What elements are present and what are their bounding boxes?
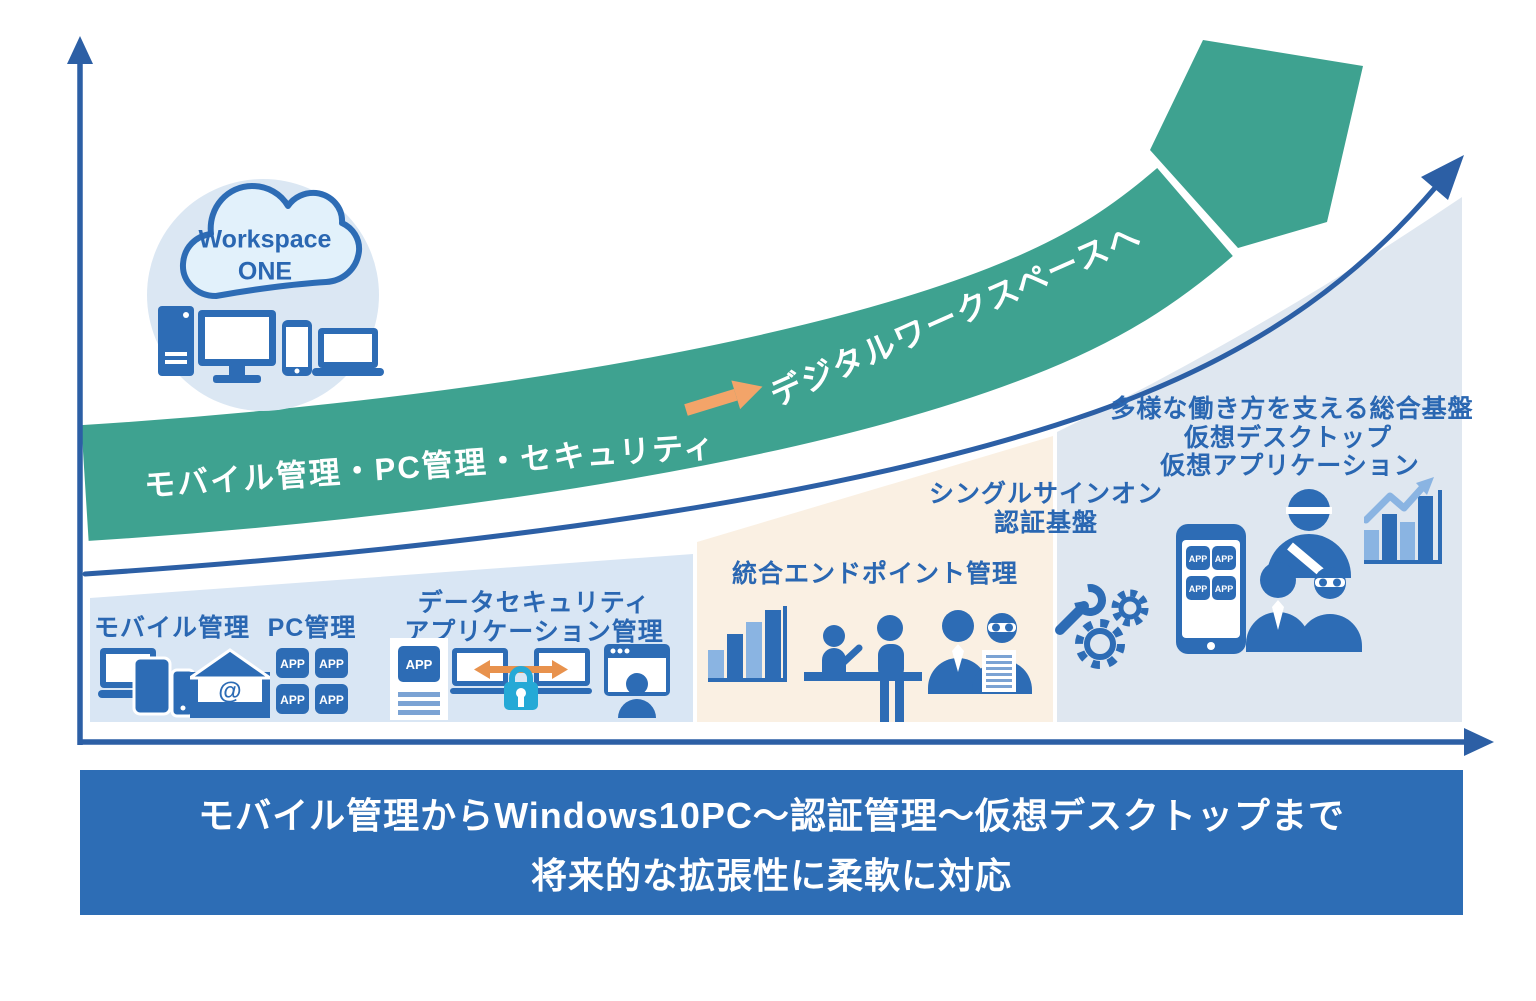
banner-line2: 将来的な拡張性に柔軟に対応: [530, 854, 1012, 896]
desktop-tower-icon: [158, 306, 194, 376]
section-label-datasecurity-1: データセキュリティ: [417, 589, 651, 617]
secure-sync-laptops-icon: [450, 648, 592, 710]
banner-line1: モバイル管理からWindows10PC〜認証管理〜仮想デスクトップまで: [198, 794, 1345, 836]
svg-text:APP: APP: [319, 693, 344, 707]
service-counter-icon: [804, 615, 922, 722]
devices-row: [158, 306, 384, 383]
section-label-virtual-2: 仮想デスクトップ: [1183, 424, 1393, 452]
wrench-gears-icon: [1055, 584, 1149, 669]
y-axis-arrowhead: [67, 36, 93, 64]
svg-text:APP: APP: [1189, 584, 1208, 594]
svg-text:APP: APP: [319, 657, 344, 671]
green-growth-arrowhead: [1150, 40, 1363, 248]
email-icon: @: [190, 648, 270, 718]
lock-icon: [504, 666, 538, 710]
svg-text:APP: APP: [280, 693, 305, 707]
bar-chart-icon: [708, 606, 787, 682]
svg-text:APP: APP: [1189, 554, 1208, 564]
section-label-sso-2: 認証基盤: [993, 509, 1099, 537]
section-label-sso-1: シングルサインオン: [928, 480, 1164, 508]
band-right-bg: [1057, 197, 1462, 722]
smartphone-icon: [282, 320, 312, 376]
cloud-icon: [147, 179, 379, 411]
svg-text:APP: APP: [1215, 584, 1234, 594]
growth-chart-icon: [1364, 477, 1442, 564]
section-label-mobile: モバイル管理: [93, 614, 251, 642]
smartphone-apps-icon: APP APP APP APP: [1176, 524, 1246, 654]
svg-text:APP: APP: [280, 657, 305, 671]
cloud-title-line1: Workspace: [198, 225, 332, 254]
x-axis-arrowhead: [1464, 728, 1494, 756]
green-growth-band: [81, 167, 1233, 541]
at-glyph: @: [218, 678, 241, 705]
section-label-virtual-3: 仮想アプリケーション: [1160, 452, 1420, 480]
svg-text:APP: APP: [406, 657, 433, 672]
users-pair-icon: [1246, 562, 1362, 652]
section-label-pc: PC管理: [267, 614, 357, 642]
trend-curve-arrow-icon: [82, 167, 1453, 577]
section-label-virtual-1: 多様な働き方を支える総合基盤: [1110, 395, 1474, 423]
svg-text:APP: APP: [1215, 554, 1234, 564]
monitor-icon: [198, 310, 276, 383]
users-document-icon: [928, 610, 1032, 694]
video-conference-icon: [604, 644, 670, 718]
bottom-banner: モバイル管理からWindows10PC〜認証管理〜仮想デスクトップまで 将来的な…: [80, 770, 1463, 915]
cloud-title-line2: ONE: [237, 257, 293, 286]
trend-curve-arrowhead: [1421, 155, 1464, 200]
app-document-icon: APP: [390, 638, 448, 720]
section-label-uem: 統合エンドポイント管理: [731, 560, 1019, 588]
mobile-devices-icon: [98, 648, 194, 718]
laptop-icon: [312, 328, 384, 376]
app-grid-icon: APP APP APP APP: [276, 648, 348, 714]
orange-arrow-icon: [684, 380, 763, 416]
